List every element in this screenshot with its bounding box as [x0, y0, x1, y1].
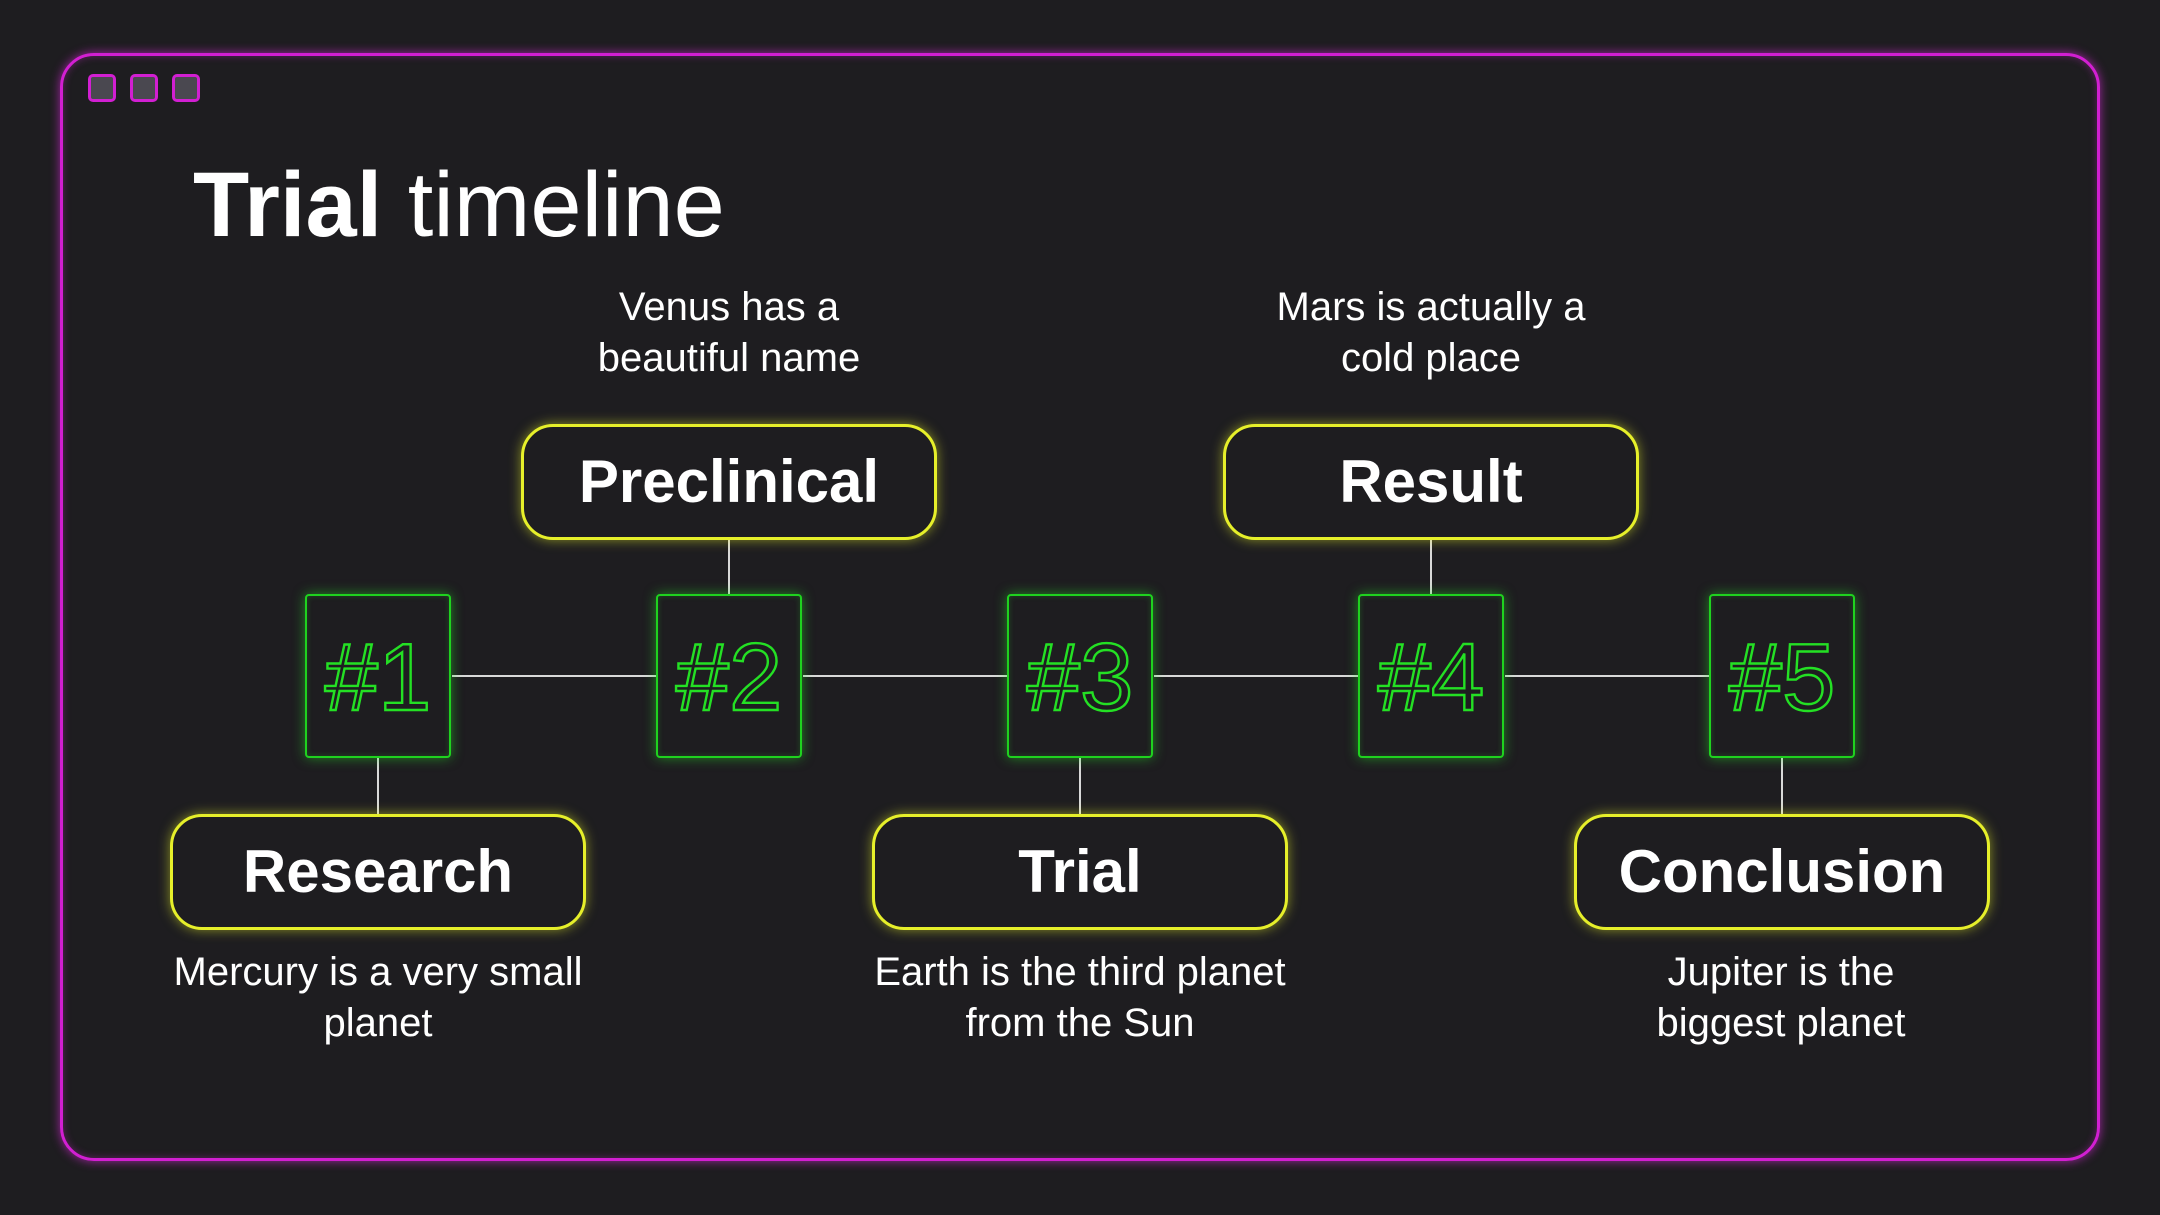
connector-1-2: [452, 675, 656, 677]
connector-4-5: [1505, 675, 1709, 677]
step-number: #2: [676, 624, 783, 731]
step-number-box: #3: [1007, 594, 1153, 758]
step-number-box: #2: [656, 594, 802, 758]
window-frame: [60, 53, 2100, 1161]
connector-conclusion: [1781, 758, 1783, 814]
connector-3-4: [1154, 675, 1358, 677]
stage-preclinical: Preclinical: [521, 424, 937, 540]
stage-label: Result: [1339, 448, 1523, 515]
step-number: #5: [1729, 624, 1836, 731]
stage-result: Result: [1223, 424, 1639, 540]
connector-2-3: [803, 675, 1007, 677]
connector-result: [1430, 538, 1432, 594]
stage-label: Conclusion: [1618, 838, 1946, 905]
step-number-box: #5: [1709, 594, 1855, 758]
title-bold: Trial: [193, 154, 383, 256]
stage-description: Venus has a beautiful name: [597, 285, 861, 380]
step-number-box: #1: [305, 594, 451, 758]
window-dot-icon: [172, 74, 200, 102]
window-dot-icon: [88, 74, 116, 102]
page-title: Trial timeline: [193, 150, 725, 260]
step-number: #4: [1378, 624, 1485, 731]
window-dot-icon: [130, 74, 158, 102]
stage-conclusion: Conclusion: [1574, 814, 1990, 930]
connector-trial: [1079, 758, 1081, 814]
stage-trial: Trial: [872, 814, 1288, 930]
stage-research: Research: [170, 814, 586, 930]
step-number: #1: [325, 624, 432, 731]
stage-label: Research: [242, 838, 514, 905]
stage-label: Trial: [1018, 838, 1142, 905]
connector-preclinical: [728, 538, 730, 594]
stage-description: Mercury is a very small planet: [173, 950, 583, 1045]
step-number-box: #4: [1358, 594, 1504, 758]
stage-description: Jupiter is the biggest planet: [1656, 950, 1906, 1045]
stage-description: Mars is actually a cold place: [1276, 285, 1586, 380]
title-rest: timeline: [407, 154, 725, 256]
stage-description: Earth is the third planet from the Sun: [874, 950, 1286, 1045]
stage-label: Preclinical: [578, 448, 880, 515]
connector-research: [377, 758, 379, 814]
step-number: #3: [1027, 624, 1134, 731]
